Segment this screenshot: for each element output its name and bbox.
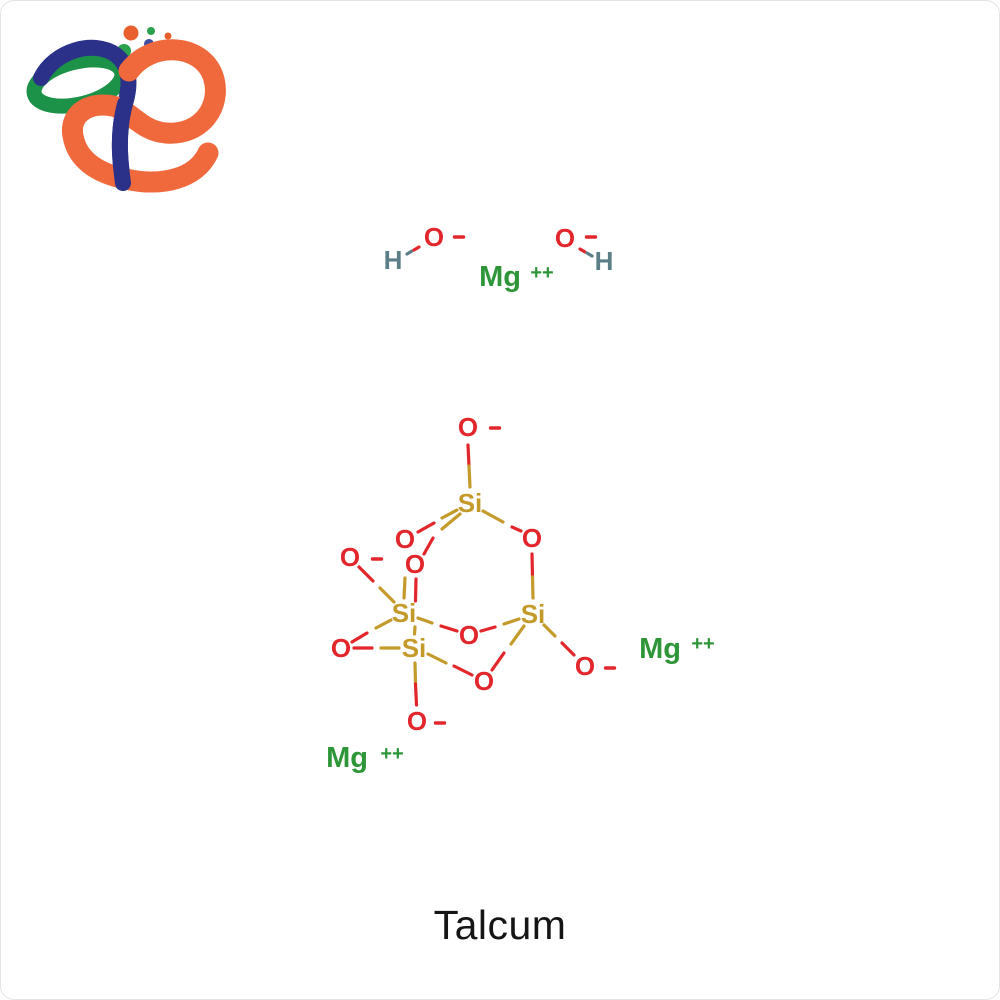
bond-segment: [412, 625, 417, 636]
atom-label-Si: Si: [458, 488, 483, 518]
atom-label-Si: Si: [402, 633, 427, 663]
bond-segment: [440, 512, 462, 531]
atom-label-O: O: [407, 706, 427, 736]
atom-label-O: O: [340, 542, 360, 572]
atom-label-O: O: [331, 633, 351, 663]
atom-label-O: O: [575, 651, 595, 681]
bond-segment: [402, 576, 407, 600]
atom-label-O: O: [555, 223, 575, 253]
brand-logo: [26, 25, 226, 193]
bond-segment: [490, 651, 506, 672]
bond-segment: [560, 641, 576, 657]
atom-label-Mg: Mg: [326, 742, 368, 774]
bond-segment: [426, 652, 448, 665]
charge-plus: ++: [530, 262, 553, 284]
atom-label-O: O: [458, 412, 478, 442]
bond-segment: [439, 624, 459, 633]
atom-label-O: O: [405, 549, 425, 579]
logo-dot: [123, 25, 139, 41]
bond-segment: [530, 575, 535, 600]
bond-segment: [413, 661, 418, 686]
bond-segment: [479, 625, 497, 633]
atom-label-H: H: [595, 246, 614, 276]
bond-segment: [416, 616, 434, 625]
atom-label-O: O: [424, 222, 444, 252]
atom-label-H: H: [384, 245, 403, 275]
bond-segment: [374, 618, 393, 630]
bond-segment: [467, 464, 472, 489]
bond-segment: [412, 245, 421, 252]
atom-label-O: O: [395, 524, 415, 554]
bond-segment: [530, 552, 535, 579]
atom-label-Si: Si: [392, 598, 417, 628]
charge-plus: ++: [691, 633, 714, 655]
logo-navy-ribbon-overlay-icon: [111, 96, 133, 191]
bond-segment: [378, 586, 396, 604]
bond-segment: [585, 251, 594, 258]
bond-segment: [416, 521, 436, 534]
bond-segment: [502, 617, 521, 626]
bond-segment: [413, 682, 419, 707]
bond-segment: [509, 624, 526, 646]
compound-title: Talcum: [433, 902, 567, 948]
charge-plus: ++: [380, 743, 403, 765]
bond-segment: [578, 247, 587, 254]
atom-label-O: O: [459, 620, 479, 650]
bond-segment: [510, 525, 523, 533]
bond-segment: [413, 577, 418, 603]
bond-segment: [350, 631, 369, 644]
bond-segment: [422, 536, 435, 556]
atom-label-Mg: Mg: [639, 633, 681, 665]
bond-segment: [440, 508, 459, 520]
atom-label-O: O: [474, 666, 494, 696]
logo-dot: [164, 32, 172, 40]
atom-label-Si: Si: [521, 599, 546, 629]
logo-dot: [147, 27, 155, 35]
bond-segment: [466, 443, 471, 468]
bond-segment: [357, 565, 375, 583]
bond-segment: [405, 249, 414, 256]
bond-segment: [481, 509, 505, 524]
bond-segment: [542, 623, 557, 638]
atom-label-Mg: Mg: [479, 261, 521, 293]
bond-segment: [452, 664, 474, 677]
atom-label-O: O: [522, 523, 542, 553]
